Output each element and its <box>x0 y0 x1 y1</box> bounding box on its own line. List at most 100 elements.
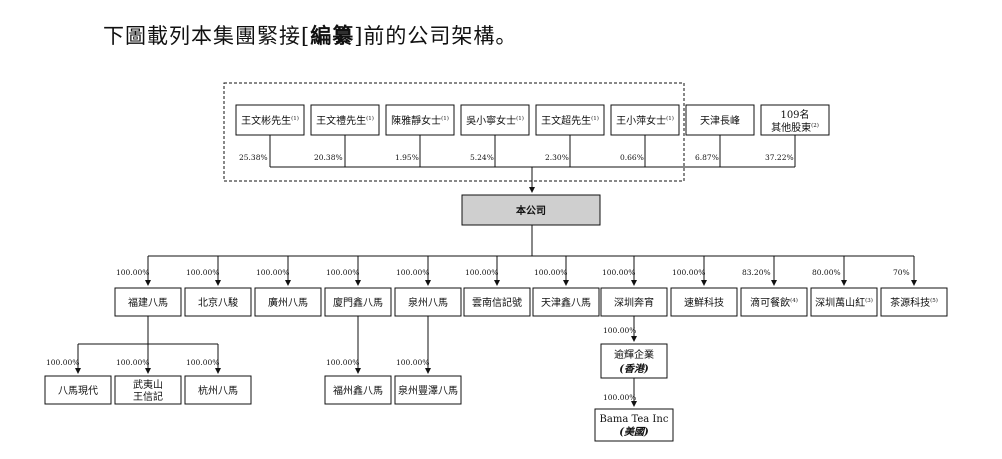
shareholder-note: (1) <box>441 115 449 122</box>
svg-text:王小萍女士(1): 王小萍女士(1) <box>616 114 674 127</box>
shareholder-name-line2: 其他股東 <box>771 121 811 134</box>
quanzhou-child-pct: 100.00% <box>396 358 429 367</box>
fujian-child-box-1: 武夷山 王信記 <box>114 375 182 405</box>
shareholder-box-2: 陳雅靜女士(1) <box>385 104 455 136</box>
shareholder-note: (1) <box>366 115 374 122</box>
svg-text:茶源科技(5): 茶源科技(5) <box>890 296 938 309</box>
shareholder-pct: 37.22% <box>765 153 794 162</box>
shareholder-pct: 1.95% <box>395 153 419 162</box>
xiamen-child-box: 福州鑫八馬 <box>324 375 392 405</box>
shareholder-name: 王文超先生 <box>541 114 591 127</box>
subsidiary-box-5: 雲南信記號 <box>463 287 531 317</box>
svg-text:深圳萬山紅(3): 深圳萬山紅(3) <box>815 296 873 309</box>
subsidiary-pct: 100.00% <box>672 268 705 277</box>
svg-text:王文彬先生(1): 王文彬先生(1) <box>241 114 299 127</box>
subsidiary-name: 福建八馬 <box>128 296 168 309</box>
shareholder-box-1: 王文禮先生(1) <box>310 104 380 136</box>
subsidiary-box-7: 深圳奔宵 <box>600 287 668 317</box>
fujian-child-name-line2: 王信記 <box>133 390 163 403</box>
fujian-child-pct: 100.00% <box>186 358 219 367</box>
subsidiary-pct: 100.00% <box>602 268 635 277</box>
shenzhen-chain-name: Bama Tea Inc <box>600 414 669 425</box>
shenzhen-chain-name: 逾輝企業 <box>614 348 654 361</box>
subsidiary-box-0: 福建八馬 <box>114 287 182 317</box>
quanzhou-child-name: 泉州豐澤八馬 <box>398 384 458 397</box>
shareholder-box-5: 王小萍女士(1) <box>610 104 680 136</box>
svg-text:王文禮先生(1): 王文禮先生(1) <box>316 114 374 127</box>
shareholder-name: 陳雅靜女士 <box>391 114 441 127</box>
shareholder-name: 王文彬先生 <box>241 114 291 127</box>
shenzhen-chain-box-1: Bama Tea Inc (美國) <box>594 408 674 442</box>
fujian-child-name: 八馬現代 <box>58 385 98 397</box>
subsidiary-pct: 100.00% <box>534 268 567 277</box>
shenzhen-chain-region: (香港) <box>619 363 649 375</box>
subsidiary-pct: 70% <box>893 268 910 277</box>
shareholder-box-3: 吳小寧女士(1) <box>460 104 530 136</box>
quanzhou-child-box: 泉州豐澤八馬 <box>394 375 462 405</box>
shareholder-box-6: 天津長峰 <box>685 104 755 136</box>
subsidiary-box-10: 深圳萬山紅(3) <box>810 287 878 317</box>
subsidiary-pct: 83.20% <box>742 268 771 277</box>
fujian-child-name: 武夷山 <box>133 378 163 391</box>
xiamen-child-pct: 100.00% <box>326 358 359 367</box>
shareholder-note: (1) <box>291 115 299 122</box>
shareholder-note: (1) <box>666 115 674 122</box>
xiamen-child-name: 福州鑫八馬 <box>333 384 383 397</box>
subsidiary-box-6: 天津鑫八馬 <box>532 287 600 317</box>
shareholder-note: (2) <box>811 122 819 129</box>
subsidiary-note: (4) <box>790 297 798 304</box>
shareholder-box-7: 109名 其他股東(2) <box>760 104 830 136</box>
subsidiary-box-2: 廣州八馬 <box>254 287 322 317</box>
shareholder-pct: 5.24% <box>470 153 494 162</box>
shenzhen-chain-box-0: 逾輝企業 (香港) <box>600 343 668 379</box>
shareholder-pct: 25.38% <box>239 153 268 162</box>
fujian-child-pct: 100.00% <box>116 358 149 367</box>
subsidiary-box-4: 泉州八馬 <box>394 287 462 317</box>
shareholder-name: 王文禮先生 <box>316 114 366 127</box>
subsidiary-note: (5) <box>930 297 938 304</box>
subsidiary-connectors <box>145 225 917 286</box>
shenzhen-chain-pct: 100.00% <box>603 326 636 335</box>
fujian-child-pct: 100.00% <box>46 358 79 367</box>
heading-suffix: ]前的公司架構。 <box>354 24 518 48</box>
subsidiary-box-9: 滴可餐飲(4) <box>740 287 808 317</box>
subsidiary-pct: 100.00% <box>256 268 289 277</box>
subsidiary-box-8: 速鮮科技 <box>670 287 738 317</box>
shareholder-pct: 2.30% <box>545 153 569 162</box>
subsidiary-name: 深圳萬山紅 <box>815 296 865 309</box>
subsidiary-name: 速鮮科技 <box>684 296 724 309</box>
fujian-child-box-0: 八馬現代 <box>44 375 112 405</box>
subsidiary-name: 深圳奔宵 <box>614 296 654 309</box>
subsidiary-name: 北京八駿 <box>198 296 238 309</box>
subsidiary-name: 廣州八馬 <box>268 296 308 309</box>
heading-redacted: 編纂 <box>310 23 355 48</box>
company-name: 本公司 <box>516 204 546 217</box>
shareholder-pct: 6.87% <box>695 153 719 162</box>
fujian-child-name: 杭州八馬 <box>198 384 238 397</box>
subsidiary-pct: 100.00% <box>116 268 149 277</box>
svg-text:吳小寧女士(1): 吳小寧女士(1) <box>466 114 524 127</box>
shareholder-name: 王小萍女士 <box>616 114 666 127</box>
shareholder-name: 吳小寧女士 <box>466 114 516 127</box>
shareholder-box-4: 王文超先生(1) <box>535 104 605 136</box>
subsidiary-name: 茶源科技 <box>890 296 930 309</box>
subsidiary-box-1: 北京八駿 <box>184 287 252 317</box>
subsidiary-pct: 100.00% <box>186 268 219 277</box>
shareholder-pct: 0.66% <box>620 153 644 162</box>
subsidiary-name: 天津鑫八馬 <box>541 296 591 309</box>
subsidiary-note: (3) <box>865 297 873 304</box>
shareholder-pct: 20.38% <box>314 153 343 162</box>
svg-text:滴可餐飲(4): 滴可餐飲(4) <box>750 296 798 309</box>
subsidiary-pct: 100.00% <box>465 268 498 277</box>
svg-text:王文超先生(1): 王文超先生(1) <box>541 114 599 127</box>
shareholder-connectors <box>269 135 796 193</box>
svg-text:陳雅靜女士(1): 陳雅靜女士(1) <box>391 114 449 127</box>
shenzhen-chain-region: (美國) <box>619 426 649 438</box>
shenzhen-chain-pct: 100.00% <box>603 393 636 402</box>
shareholder-name: 天津長峰 <box>700 115 740 127</box>
page-heading: 下圖載列本集團緊接[編纂]前的公司架構。 <box>103 20 517 50</box>
shareholder-note: (1) <box>516 115 524 122</box>
fujian-connectors <box>75 316 221 374</box>
